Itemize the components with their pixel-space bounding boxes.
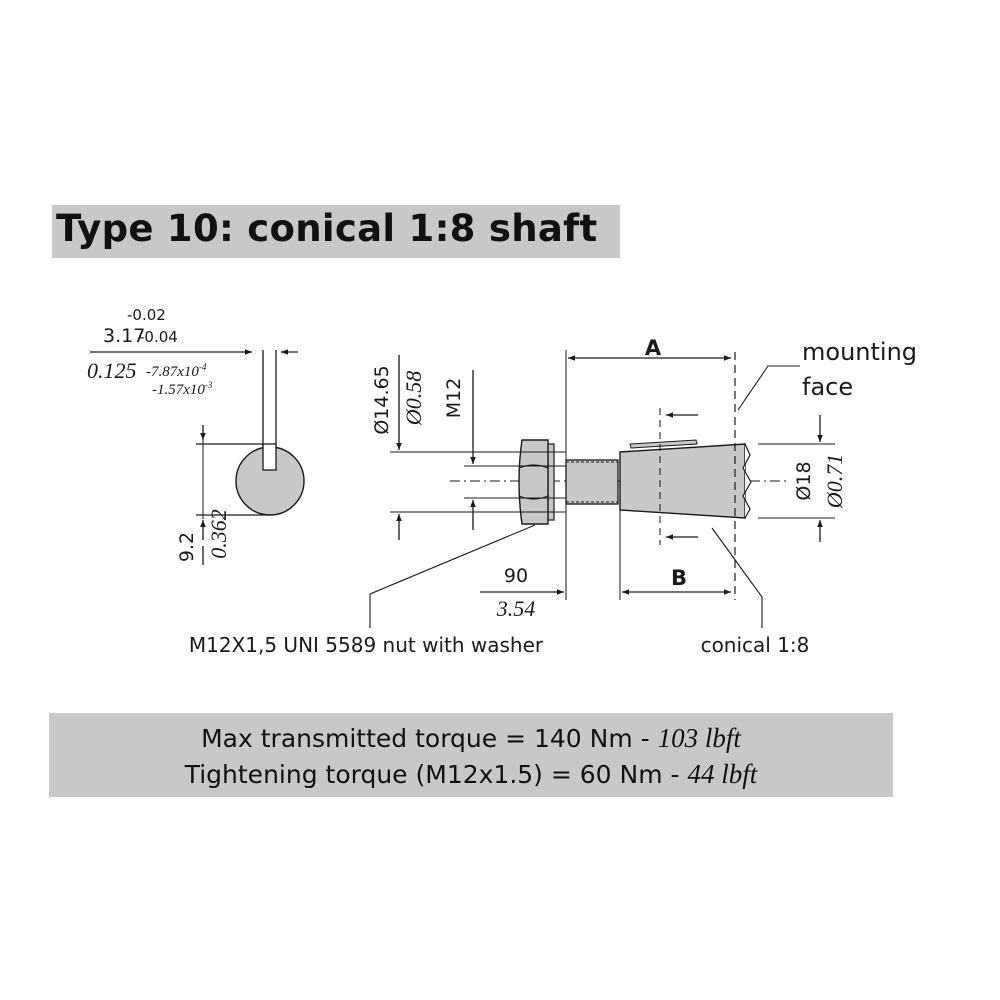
max-torque-imperial: 103 lbft — [657, 723, 741, 753]
shaft-dia-mm: Ø18 — [793, 461, 815, 500]
dim-a-label: A — [645, 336, 662, 360]
title-banner: Type 10: conical 1:8 shaft — [52, 205, 620, 258]
torque-panel: Max transmitted torque = 140 Nm - 103 lb… — [49, 713, 893, 797]
length-mm: 90 — [504, 565, 528, 587]
tightening-torque-line: Tightening torque (M12x1.5) = 60 Nm - 44… — [49, 759, 893, 790]
max-torque-line: Max transmitted torque = 140 Nm - 103 lb… — [49, 723, 893, 754]
tightening-torque-imperial: 44 lbft — [687, 759, 758, 789]
washer — [547, 443, 555, 521]
nut-note: M12X1,5 UNI 5589 nut with washer — [189, 633, 544, 657]
key-tol-upper-in: -7.87x10-4 — [146, 362, 207, 380]
key-height-mm: 9.2 — [176, 532, 198, 562]
mounting-face-label-line1: mounting — [802, 338, 917, 366]
shaft-dia-in: Ø0.71 — [822, 454, 847, 509]
page-title: Type 10: conical 1:8 shaft — [56, 207, 598, 250]
key-width-mm: 3.17 — [103, 325, 145, 347]
max-torque-label: Max transmitted torque = 140 Nm - — [201, 724, 650, 753]
conical-shaft — [619, 443, 746, 519]
nut-dia-mm: Ø14.65 — [371, 365, 393, 434]
nut-dia-in: Ø0.58 — [401, 371, 426, 426]
front-view — [90, 349, 305, 565]
length-in: 3.54 — [496, 596, 536, 621]
key-slot — [262, 443, 277, 471]
dim-b-label: B — [671, 566, 687, 590]
threaded-end — [565, 459, 619, 505]
side-view — [369, 350, 835, 628]
thread-size: M12 — [443, 378, 465, 419]
key-width-in: 0.125 — [87, 358, 137, 383]
key-tol-lower-in: -1.57x10-3 — [152, 380, 213, 398]
mounting-face-label-line2: face — [802, 373, 853, 401]
cone-note: conical 1:8 — [701, 633, 810, 657]
key-height-in: 0.362 — [206, 509, 231, 559]
tightening-torque-label: Tightening torque (M12x1.5) = 60 Nm - — [184, 760, 680, 789]
hex-nut — [518, 439, 549, 525]
key-tol-lower-mm: -0.04 — [139, 328, 178, 346]
key-tol-upper-mm: -0.02 — [127, 306, 166, 324]
